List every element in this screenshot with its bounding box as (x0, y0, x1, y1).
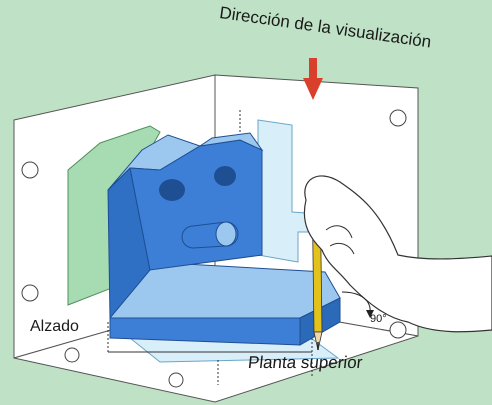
floor-hole (168, 372, 184, 388)
wall-hole (389, 321, 407, 339)
wall-hole (21, 284, 39, 302)
wall-hole (389, 109, 407, 127)
angle-label: 90° (370, 313, 387, 325)
angle-arrowhead (366, 310, 374, 318)
view-direction-arrow-icon (303, 58, 323, 100)
top-view-label: Planta superior (247, 353, 364, 372)
hand-knuckle-line (325, 225, 355, 255)
part-hole (159, 179, 185, 201)
hand-icon (303, 175, 492, 333)
part-hole (214, 166, 236, 186)
front-view-label: Alzado (30, 318, 79, 335)
part-cylinder-end (215, 221, 237, 247)
wall-hole (21, 161, 39, 179)
part-upright-edge (199, 132, 264, 152)
floor-hole (64, 347, 80, 363)
